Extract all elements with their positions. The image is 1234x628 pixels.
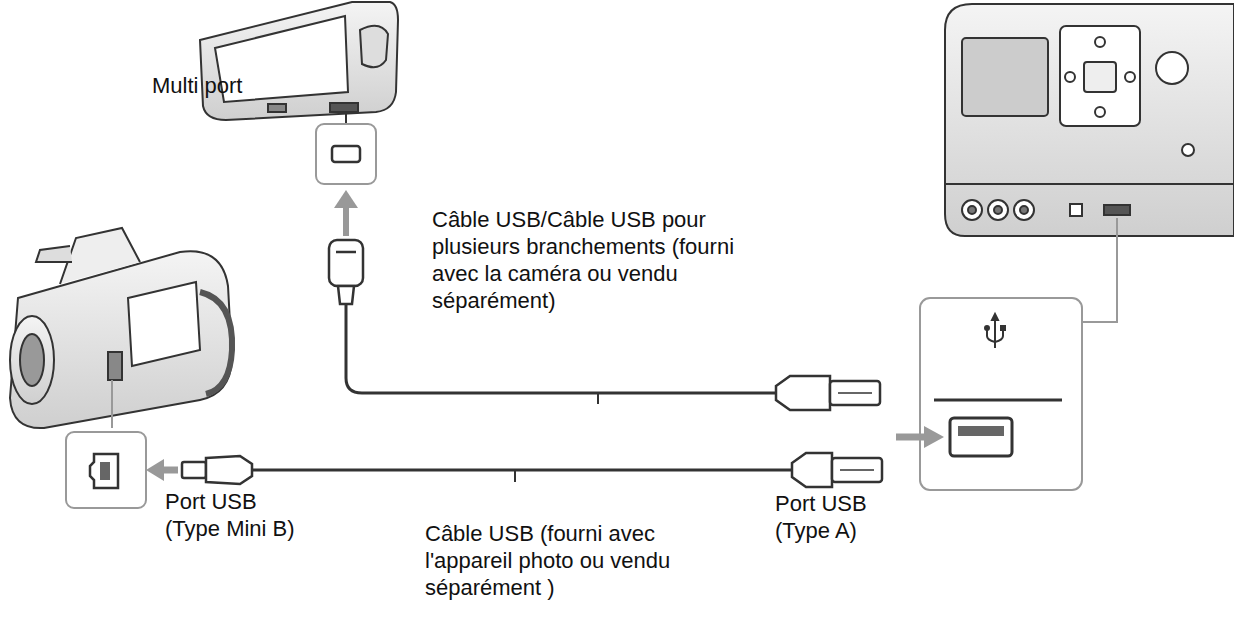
cable-label: Câble USB (fourni avec l'appareil photo …: [425, 520, 715, 601]
multi-port-callout: [316, 124, 376, 236]
camcorder: [10, 228, 232, 428]
port-label: Port USB (Type A): [775, 490, 925, 544]
usb-port-callout: [896, 218, 1117, 490]
compact-camera: [200, 2, 398, 124]
cable-label: Câble USB/Câble USB pour plusieurs branc…: [432, 206, 782, 314]
usb-symbol: [985, 314, 1005, 348]
port-label: Multi port: [152, 72, 302, 99]
dvd-writer: [945, 4, 1234, 236]
port-label: Port USB (Type Mini B): [165, 488, 315, 542]
usb-cable: [182, 453, 882, 487]
mini-b-callout: [66, 432, 178, 508]
